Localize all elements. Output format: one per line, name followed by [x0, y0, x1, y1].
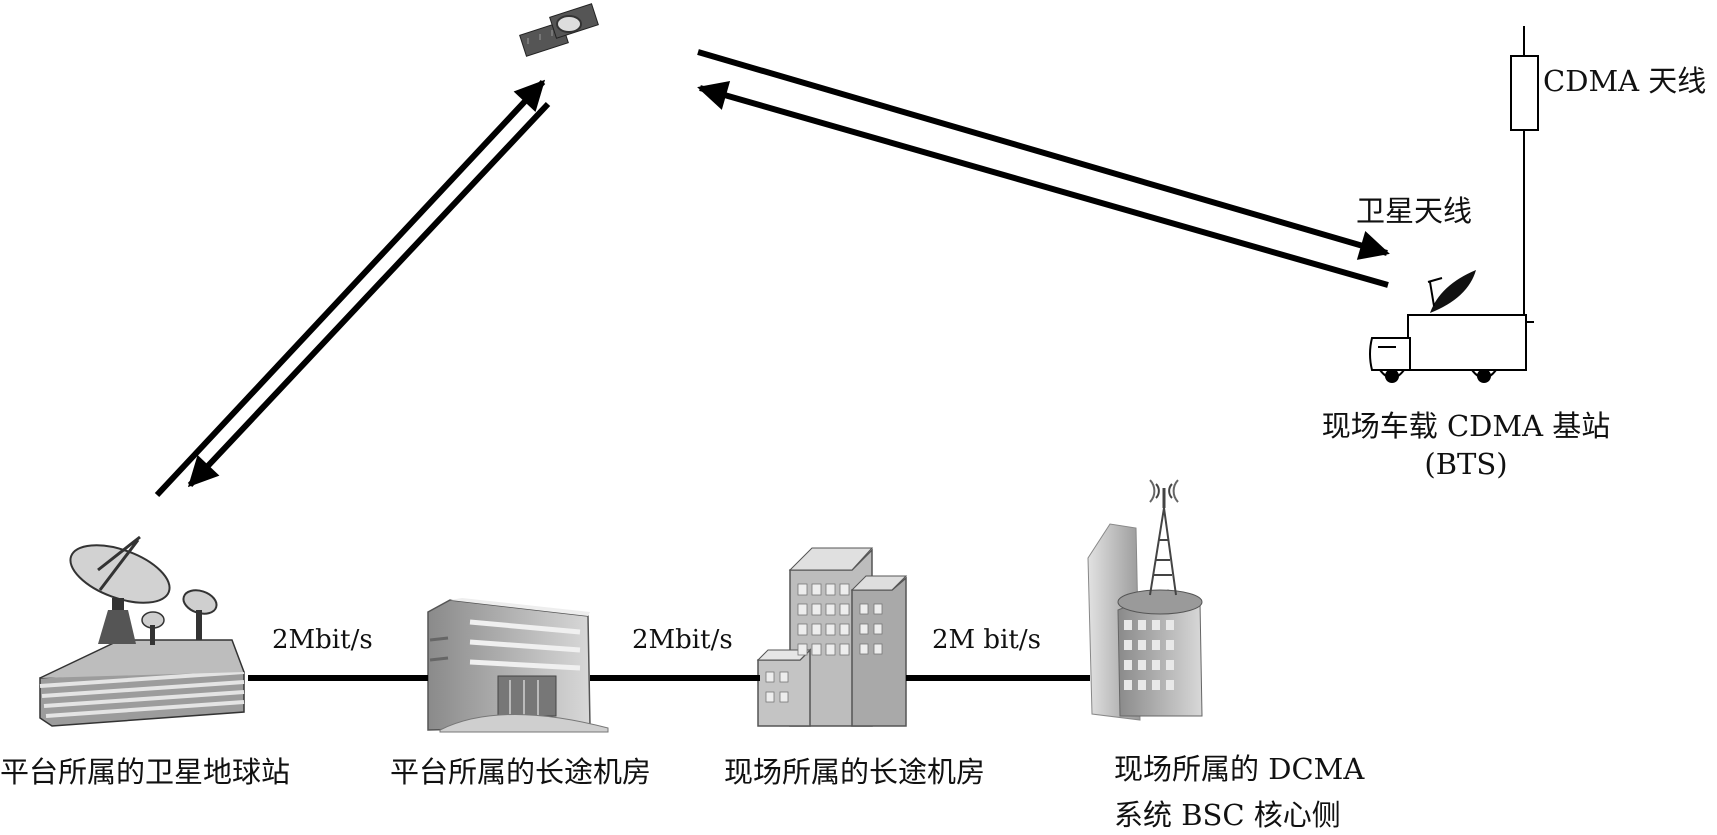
link-rate-3: 2M bit/s	[932, 625, 1041, 655]
cdma-antenna-label: CDMA 天线	[1543, 64, 1707, 98]
site-room-label: 现场所属的长途机房	[724, 755, 986, 789]
satellite-dish-icon	[1427, 270, 1476, 313]
bsc-core-building-icon	[1087, 479, 1203, 721]
satellite-antenna-label: 卫星天线	[1356, 194, 1473, 228]
cdma-antenna-icon	[1510, 26, 1539, 323]
forward-link-arrow	[697, 49, 1390, 260]
bsc-label-line1: 现场所属的 DCMA	[1114, 752, 1365, 786]
earth-station-icon	[39, 535, 245, 727]
satellite-icon	[519, 3, 599, 57]
link-rate-2: 2Mbit/s	[632, 625, 733, 655]
return-link-arrow	[697, 81, 1389, 288]
platform-room-label: 平台所属的长途机房	[390, 755, 652, 789]
site-exchange-building-icon	[756, 547, 908, 727]
bsc-label-line2: 系统 BSC 核心侧	[1114, 798, 1341, 832]
earth-station-label: 平台所属的卫星地球站	[0, 755, 291, 789]
uplink-arrow	[154, 79, 546, 498]
bts-label-line1: 现场车载 CDMA 基站	[1321, 409, 1611, 443]
downlink-arrow	[187, 101, 551, 488]
bts-label-line2: (BTS)	[1424, 447, 1508, 481]
link-rate-1: 2Mbit/s	[272, 625, 373, 655]
platform-exchange-building-icon	[427, 598, 609, 733]
vehicle-bts-icon	[1369, 314, 1527, 383]
